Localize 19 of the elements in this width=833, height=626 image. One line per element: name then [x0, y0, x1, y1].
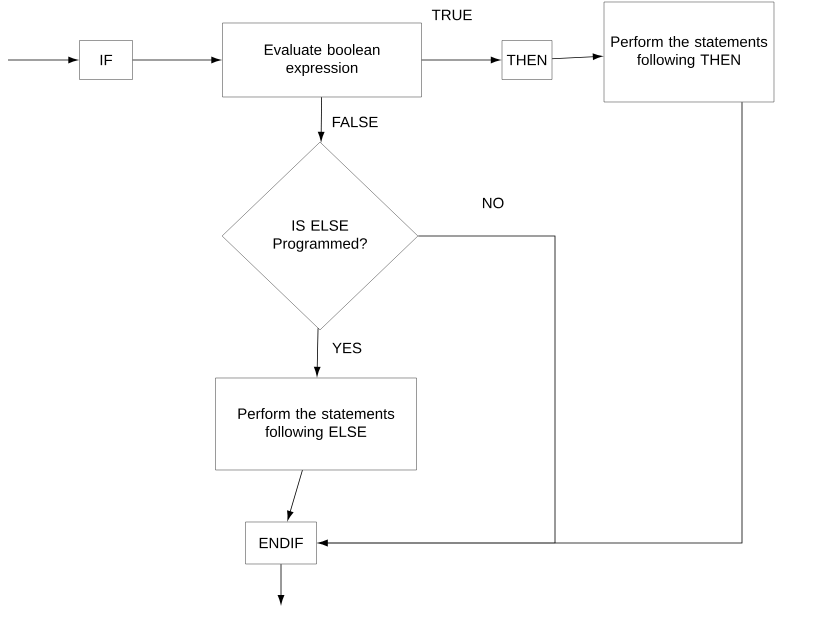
- arrow: [278, 564, 284, 604]
- process-box: ENDIF: [245, 522, 317, 564]
- arrow: [8, 56, 78, 64]
- edge-label: YES: [332, 342, 362, 354]
- arrow: [132, 56, 221, 64]
- arrow: [318, 102, 742, 546]
- process-box: Perform the statements following ELSE: [215, 378, 417, 470]
- process-box: IF: [79, 40, 133, 80]
- process-box: THEN: [502, 40, 552, 80]
- arrow: [287, 470, 303, 520]
- process-box: Evaluate boolean expression: [222, 22, 422, 98]
- arrow: [318, 96, 324, 142]
- edge-label: NO: [482, 198, 504, 208]
- arrow: [421, 56, 500, 64]
- arrow: [314, 328, 320, 376]
- edge-label: FALSE: [332, 116, 378, 128]
- arrow: [552, 53, 602, 60]
- edge-label: TRUE: [432, 10, 472, 20]
- process-box: Perform the statements following THEN: [604, 2, 774, 102]
